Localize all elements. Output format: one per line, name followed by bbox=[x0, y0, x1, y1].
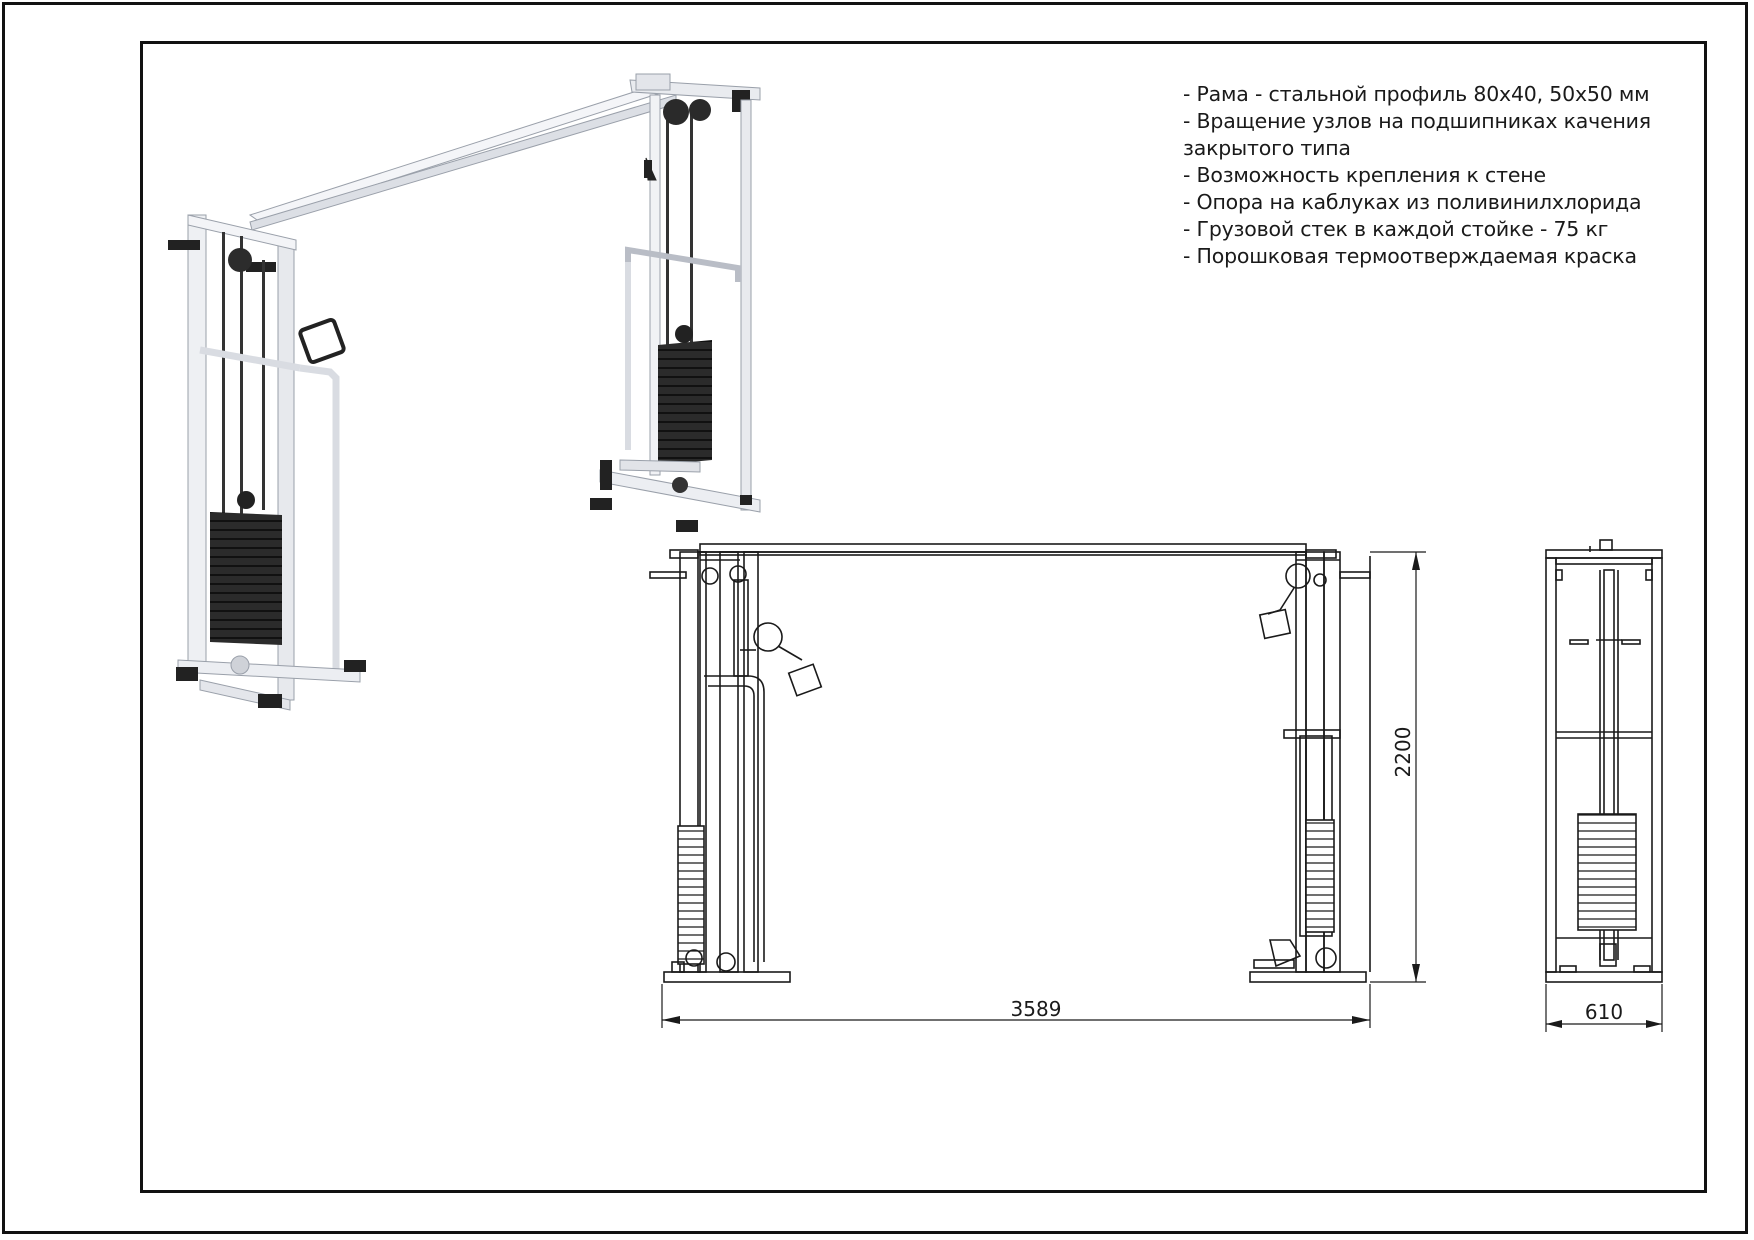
spec-item: - Опора на каблуках из поливинилхлорида bbox=[1183, 190, 1642, 214]
spec-list: - Рама - стальной профиль 80x40, 50x50 м… bbox=[1183, 81, 1703, 270]
dimension-lines bbox=[661, 551, 1426, 1028]
spec-item: - Возможность крепления к стене bbox=[1183, 163, 1546, 187]
side-view bbox=[1545, 539, 1663, 983]
spec-item: - Рама - стальной профиль 80x40, 50x50 м… bbox=[1183, 82, 1650, 106]
spec-item: - Вращение узлов на подшипниках качения … bbox=[1183, 109, 1651, 160]
drawing-frame bbox=[140, 41, 1707, 1193]
height-dimension: 2200 bbox=[1391, 727, 1415, 778]
depth-dimension: 610 bbox=[1585, 1000, 1623, 1024]
spec-item: - Грузовой стек в каждой стойке - 75 кг bbox=[1183, 217, 1609, 241]
isometric-render bbox=[168, 73, 761, 711]
spec-item: - Порошковая термоотверждаемая краска bbox=[1183, 244, 1637, 268]
width-dimension: 3589 bbox=[1011, 997, 1062, 1021]
depth-dimension-lines bbox=[1545, 984, 1663, 1032]
front-view bbox=[649, 543, 1371, 983]
